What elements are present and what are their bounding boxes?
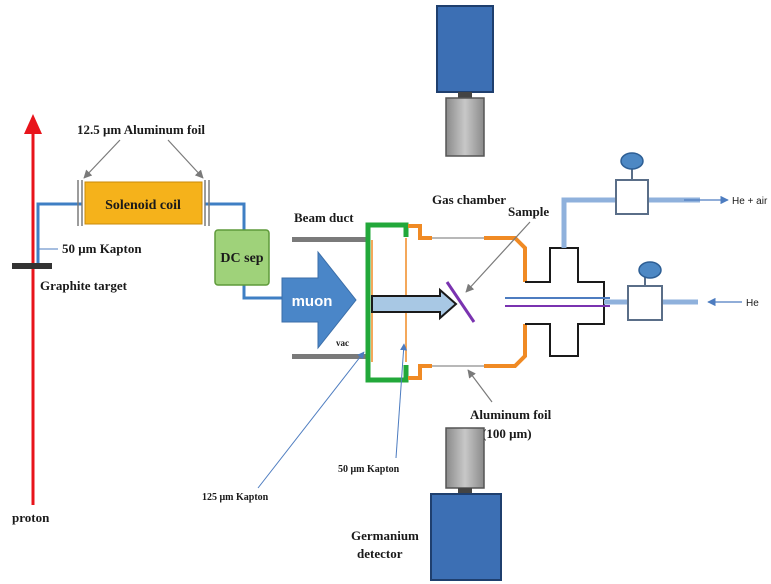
graphite-target — [12, 263, 52, 269]
sample-pointer — [465, 221, 531, 293]
bottom-germanium-detector — [430, 427, 502, 581]
muon-label: muon — [292, 293, 333, 310]
kapton-50-left-label: 50 μm Kapton — [62, 241, 142, 256]
foil-pointer-right — [167, 139, 204, 179]
solenoid-coil — [77, 180, 210, 226]
kapton-50-center-pointer — [395, 343, 408, 459]
proton-arrow-head — [24, 114, 42, 134]
aluminum-foil-label: Aluminum foil — [470, 407, 552, 422]
vacuum-window-frame — [365, 222, 409, 383]
beam-duct — [292, 237, 366, 359]
gas-inlet-valve — [627, 261, 663, 321]
sample — [445, 281, 476, 323]
proton-label: proton — [12, 510, 50, 525]
gas-chamber — [408, 224, 527, 380]
germanium-detector-label-line1: Germanium — [351, 528, 419, 543]
gas-outlet-valve — [615, 152, 649, 215]
he-air-label: He + air — [732, 196, 768, 207]
kapton-50-center-label: 50 μm Kapton — [338, 464, 400, 475]
he-label: He — [746, 298, 759, 309]
gas-cross-fitting — [525, 247, 605, 357]
beam-duct-label: Beam duct — [294, 210, 354, 225]
kapton-125-pointer — [257, 351, 365, 489]
proton-beam — [24, 114, 42, 505]
dc-sep-label: DC sep — [220, 251, 263, 266]
aluminum-foil-top-label: 12.5 μm Aluminum foil — [77, 122, 205, 137]
sample-label: Sample — [508, 204, 549, 219]
gas-chamber-label: Gas chamber — [432, 192, 506, 207]
muon-beam-arrow — [281, 250, 357, 350]
beam-path-arrow — [371, 287, 458, 321]
vac-label: vac — [336, 338, 349, 348]
graphite-target-label: Graphite target — [40, 278, 128, 293]
muon-beamline — [36, 202, 296, 300]
aluminum-foil-pointer — [467, 369, 493, 403]
germanium-detector-label-line2: detector — [357, 546, 403, 561]
solenoid-coil-label: Solenoid coil — [105, 198, 181, 213]
foil-pointer-left — [83, 139, 121, 179]
dc-separator — [214, 229, 270, 286]
top-germanium-detector — [436, 5, 494, 157]
kapton-125-label: 125 μm Kapton — [202, 492, 269, 503]
aluminum-foil-thickness-label: (100 μm) — [482, 426, 532, 441]
